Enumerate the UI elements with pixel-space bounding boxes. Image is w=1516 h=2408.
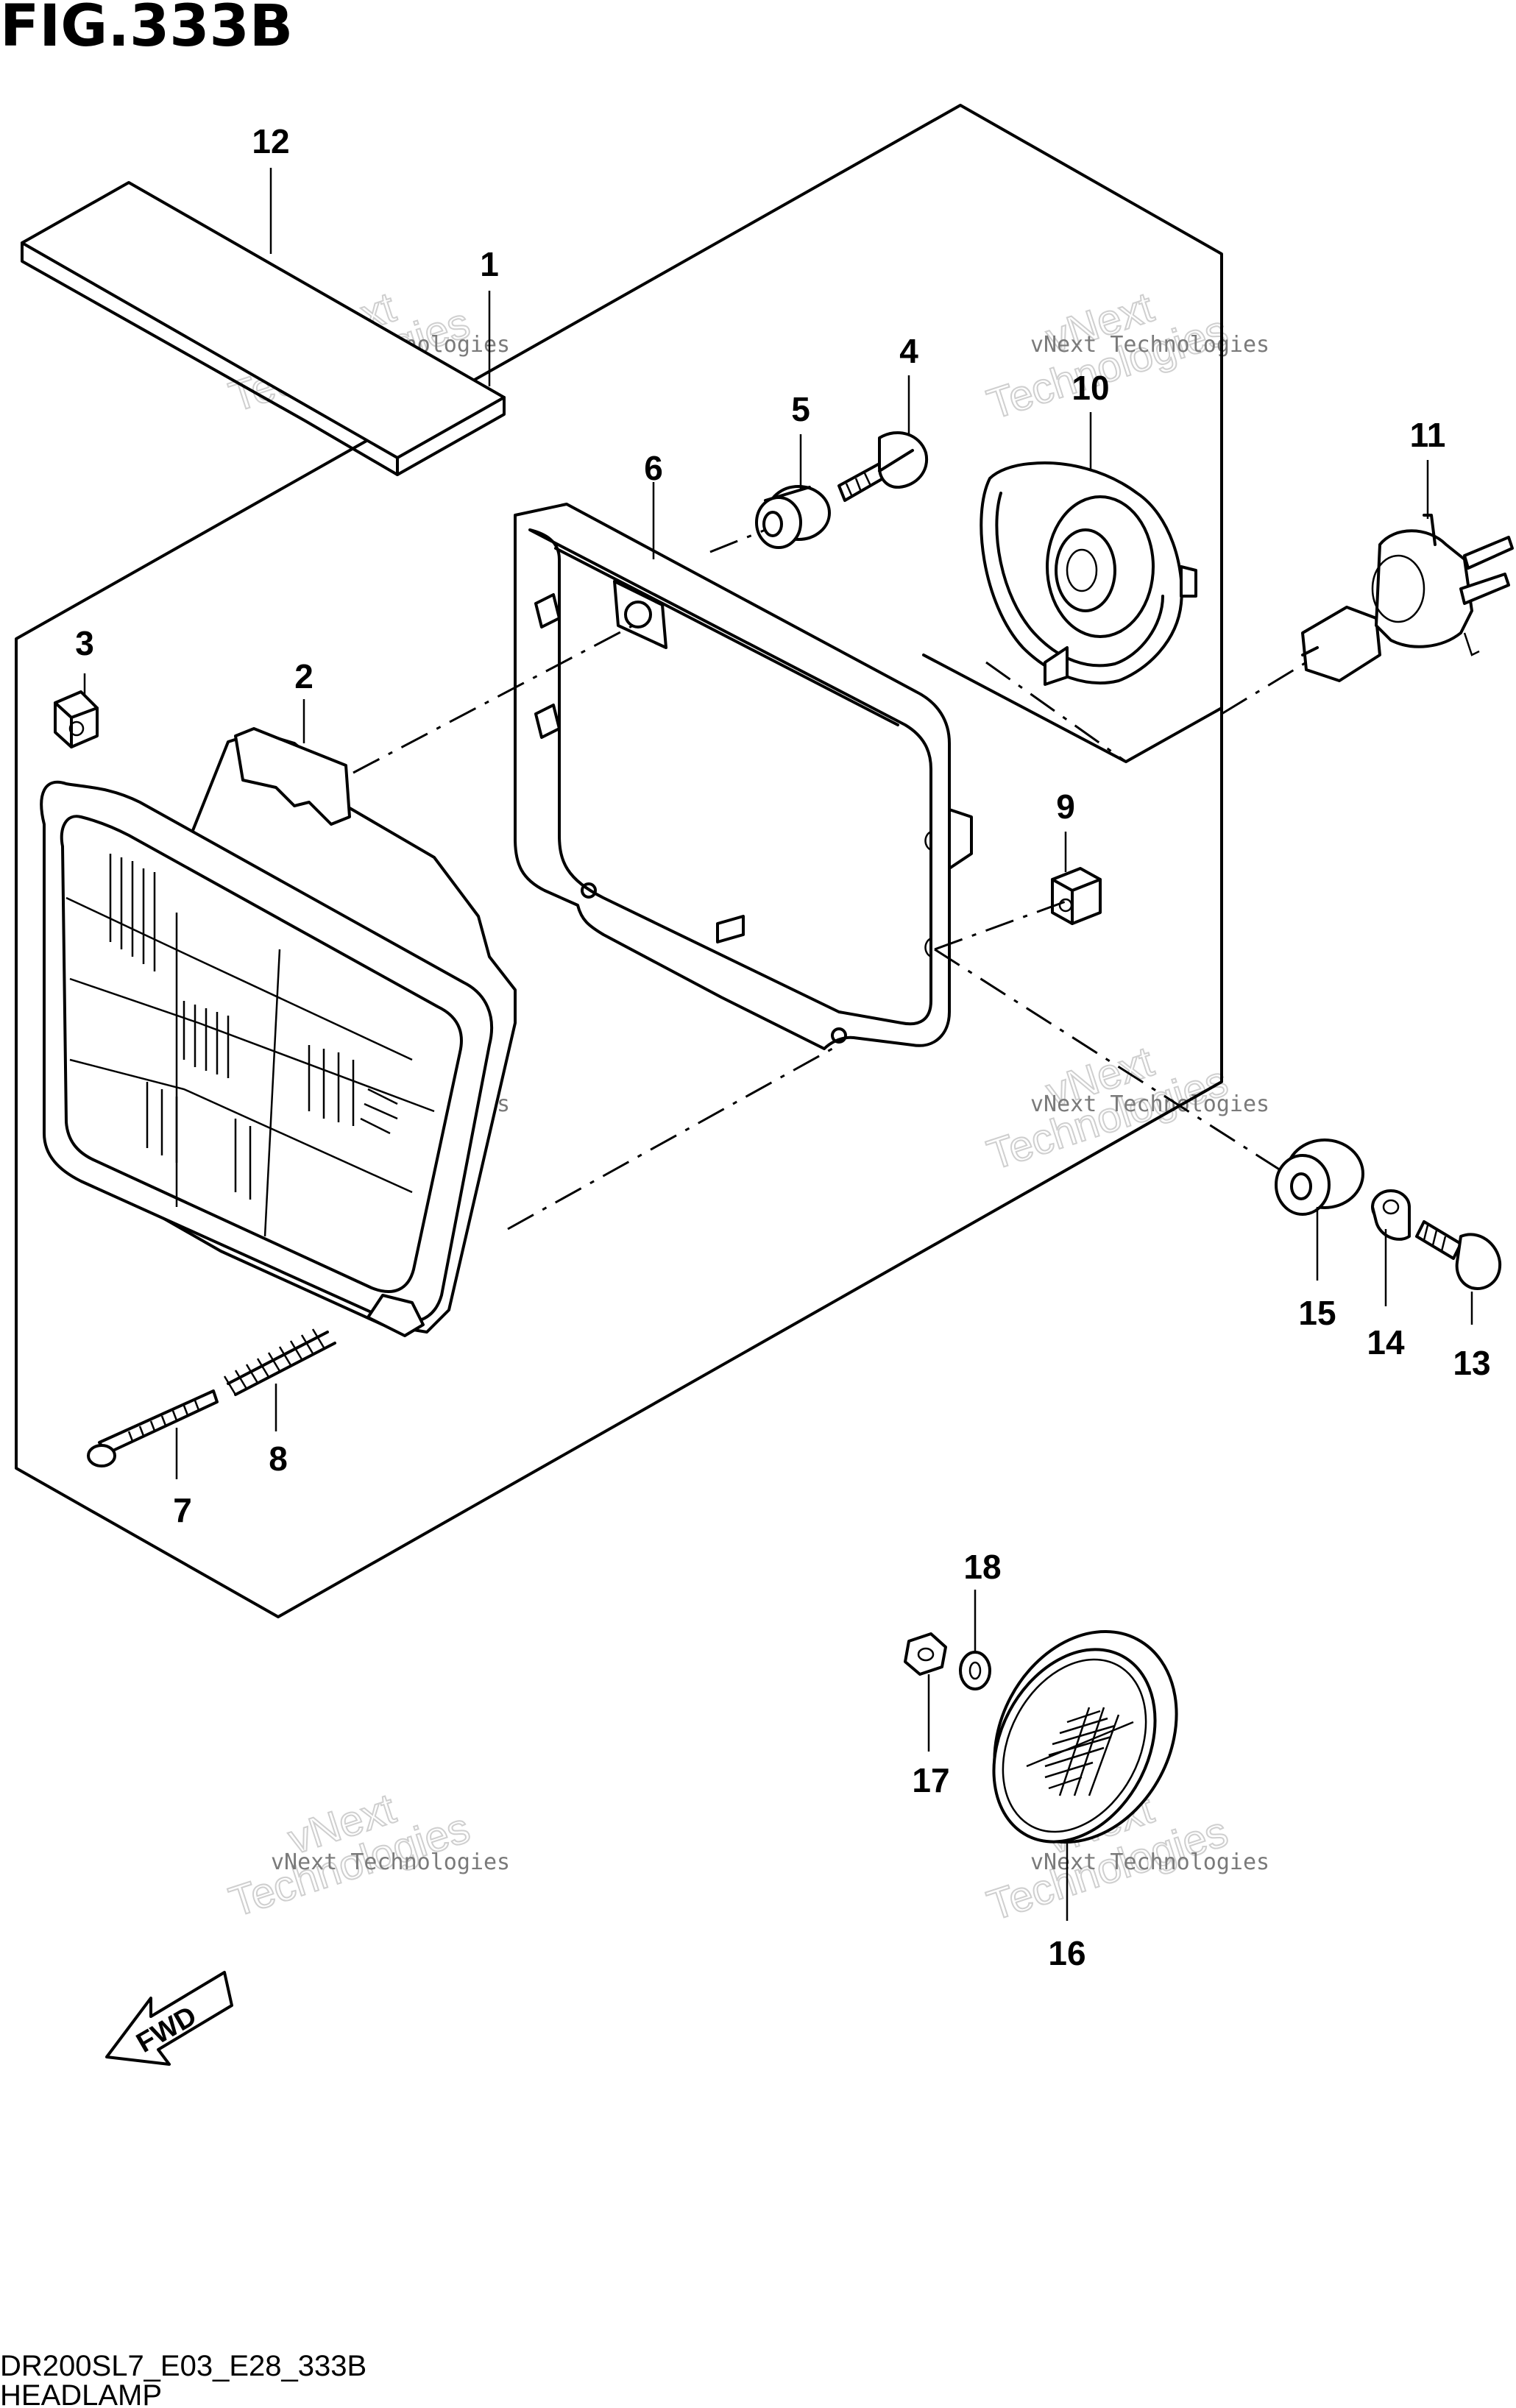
callout-6: 6: [644, 449, 663, 487]
figure-code: DR200SL7_E03_E28_333B: [0, 2350, 366, 2382]
callout-17: 17: [912, 1761, 949, 1799]
callout-3: 3: [75, 624, 94, 662]
figure-title: FIG.333B: [0, 0, 293, 60]
svg-text:vNext Technologies: vNext Technologies: [271, 1849, 510, 1875]
callouts: 12 1 4 5 6 10 11 2 3 9 15 14 13 7 8 18 1…: [75, 122, 1490, 1972]
part-6-rim-frame: [514, 503, 973, 1050]
part-13-bolt: [1415, 1220, 1502, 1290]
callout-13: 13: [1453, 1344, 1490, 1382]
watermark-5: Technologies vNext vNext Technologies: [223, 1784, 510, 1927]
callout-18: 18: [963, 1548, 1001, 1586]
part-3-nut: [54, 690, 99, 748]
svg-text:vNext Technologies: vNext Technologies: [1030, 332, 1269, 358]
callout-12: 12: [252, 122, 289, 160]
part-7-screw: [87, 1389, 219, 1467]
callout-15: 15: [1298, 1294, 1336, 1332]
watermark-2: Technologies vNext vNext Technologies: [981, 283, 1269, 430]
callout-4: 4: [899, 332, 918, 370]
callout-8: 8: [269, 1440, 288, 1478]
assembly-lines: [353, 528, 1307, 1230]
assembly-boundary: [15, 104, 1223, 1618]
part-16-reflector: [992, 1629, 1178, 1844]
lens-texture: [109, 854, 398, 1200]
callout-16: 16: [1048, 1934, 1085, 1972]
watermark-4: Technologies vNext vNext Technologies: [981, 1037, 1269, 1180]
callout-1: 1: [480, 245, 499, 283]
part-12-label-sheet: [21, 181, 506, 476]
part-5-grommet: [755, 485, 831, 549]
reflector-pattern: [1044, 1707, 1120, 1796]
part-15-grommet: [1275, 1139, 1364, 1216]
part-8-spring: [223, 1328, 336, 1396]
fwd-arrow: FWD: [105, 1971, 233, 2066]
callout-2: 2: [294, 657, 314, 695]
part-9-nut: [1051, 867, 1102, 925]
part-10-socket-cover: [980, 461, 1197, 686]
callout-10: 10: [1072, 369, 1109, 407]
callout-5: 5: [791, 390, 810, 428]
part-17-nut: [904, 1632, 947, 1676]
callout-14: 14: [1367, 1323, 1405, 1361]
part-4-screw: [837, 431, 929, 502]
part-18-washer: [959, 1651, 991, 1690]
callout-9: 9: [1056, 787, 1075, 826]
callout-7: 7: [173, 1491, 192, 1529]
part-14-collar: [1371, 1189, 1411, 1241]
figure-name: HEADLAMP: [0, 2379, 162, 2408]
svg-text:vNext Technologies: vNext Technologies: [1030, 1849, 1269, 1875]
leader-lines: [83, 168, 1473, 1921]
svg-text:vNext Technologies: vNext Technologies: [1030, 1091, 1269, 1117]
callout-11: 11: [1410, 416, 1446, 454]
part-11-bulb: [1301, 514, 1514, 682]
part-2-headlamp-unit: [40, 727, 517, 1337]
